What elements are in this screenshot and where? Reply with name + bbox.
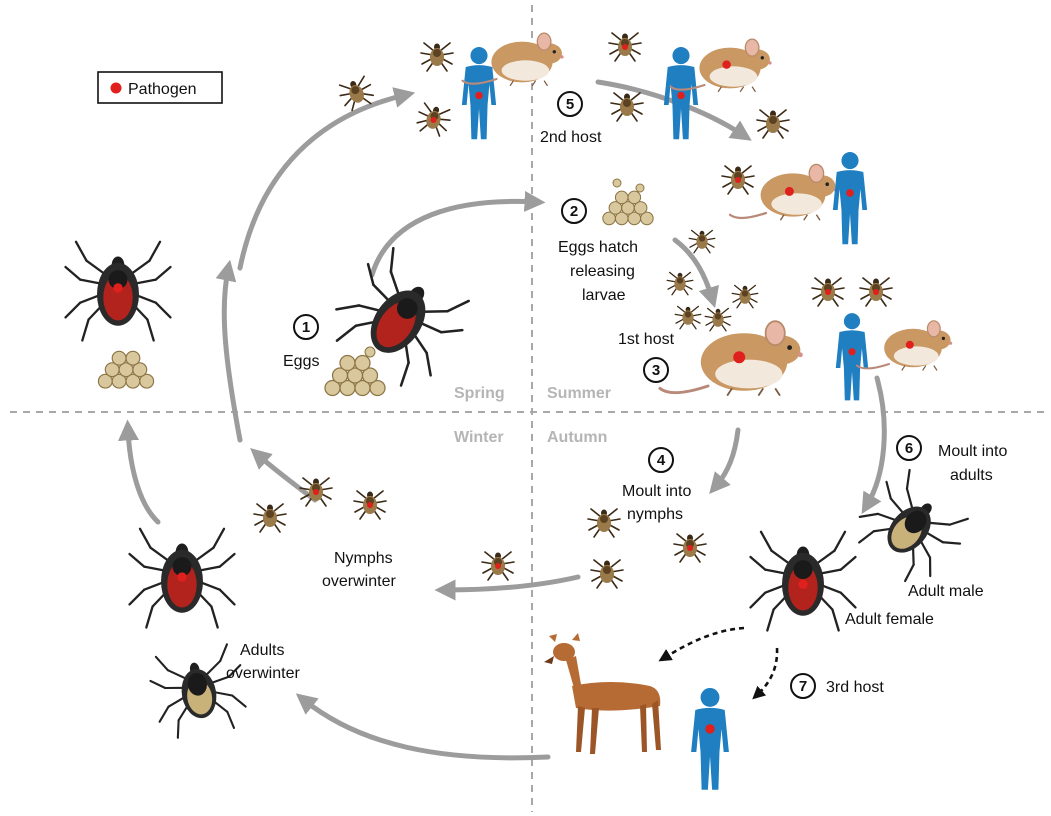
nymph-infected-icon [609, 33, 641, 61]
step-4-label-line2: nymphs [627, 506, 683, 523]
nymphs-overwinter-line1: Nymphs [334, 550, 393, 567]
step-6-number: 6 [905, 440, 913, 457]
adults-overwinter-line2: overwinter [226, 665, 300, 682]
step-6-label-line1: Moult into [938, 443, 1007, 460]
human-infected-icon [836, 313, 868, 400]
larva-icon [689, 230, 715, 252]
season-autumn: Autumn [547, 429, 607, 446]
third-host-arrows [664, 628, 777, 695]
nymph-icon [254, 504, 286, 532]
pathogen-legend: Pathogen [98, 72, 222, 103]
mouse-infected-icon [857, 321, 952, 371]
laid-egg-cluster-icon [325, 356, 385, 396]
step-4-number: 4 [657, 452, 666, 469]
human-infected-icon [833, 152, 867, 244]
larva-icon [732, 285, 758, 307]
legend-label: Pathogen [128, 81, 197, 98]
nymphs-overwinter-line2: overwinter [322, 573, 396, 590]
step-7: 7 3rd host [791, 674, 884, 698]
egg-cluster-icon [98, 351, 153, 388]
step-3-label: 1st host [618, 331, 675, 348]
step-5-label: 2nd host [540, 129, 602, 146]
step-3-number: 3 [652, 362, 660, 379]
step-6-label-line2: adults [950, 467, 993, 484]
nymph-infected-icon [414, 102, 452, 137]
season-summer: Summer [547, 385, 611, 402]
larva-icon [667, 272, 693, 294]
overwintering-female-tick-icon [130, 529, 235, 628]
larva-icon [675, 306, 701, 328]
step-5: 5 2nd host [540, 92, 602, 146]
nymph-icon [757, 110, 789, 138]
nymph-icon [611, 93, 643, 121]
nymph-icon [588, 509, 620, 537]
season-spring: Spring [454, 385, 505, 402]
nymph-icon [591, 560, 623, 588]
pathogen-dot-icon [113, 283, 122, 292]
nymph-infected-icon [812, 278, 844, 306]
step-4: 4 Moult into nymphs [622, 448, 691, 523]
step-2-label-line1: Eggs hatch [558, 239, 638, 256]
human-icon [462, 47, 496, 139]
nymph-infected-icon [482, 552, 514, 580]
step-2-label-line3: larvae [582, 287, 626, 304]
nymph-infected-icon [354, 491, 386, 519]
hatching-egg-cluster-icon [603, 191, 653, 225]
larva-icon [705, 308, 731, 330]
adult-female-tick-icon [751, 532, 856, 631]
step-5-number: 5 [566, 96, 574, 113]
mouse-infected-icon [660, 321, 803, 395]
step-7-number: 7 [799, 678, 807, 695]
step-2-label-line2: releasing [570, 263, 635, 280]
season-winter: Winter [454, 429, 504, 446]
nymph-icon [421, 43, 453, 71]
adult-female-label: Adult female [845, 611, 934, 628]
egg-icon [365, 347, 375, 357]
adult-male-label: Adult male [908, 583, 984, 600]
nymph-infected-icon [722, 166, 754, 194]
step-3: 1st host 3 [618, 331, 675, 382]
step-7-label: 3rd host [826, 679, 884, 696]
adults-overwinter-line1: Adults [240, 642, 284, 659]
overwintered-female-tick-icon [66, 242, 171, 341]
step-1-label: Eggs [283, 353, 319, 370]
deer-icon [544, 633, 661, 754]
step-1-number: 1 [302, 319, 310, 336]
nymph-infected-icon [674, 534, 706, 562]
human-icon [664, 47, 698, 139]
step-2-number: 2 [570, 203, 578, 220]
nymph-infected-icon [860, 278, 892, 306]
pathogen-dot-icon [111, 83, 122, 94]
step-6: 6 Moult into adults [897, 436, 1007, 484]
step-1: 1 Eggs [283, 315, 319, 370]
step-4-label-line1: Moult into [622, 483, 691, 500]
human-infected-icon [691, 688, 729, 790]
overwintering-male-tick-icon [146, 643, 250, 741]
